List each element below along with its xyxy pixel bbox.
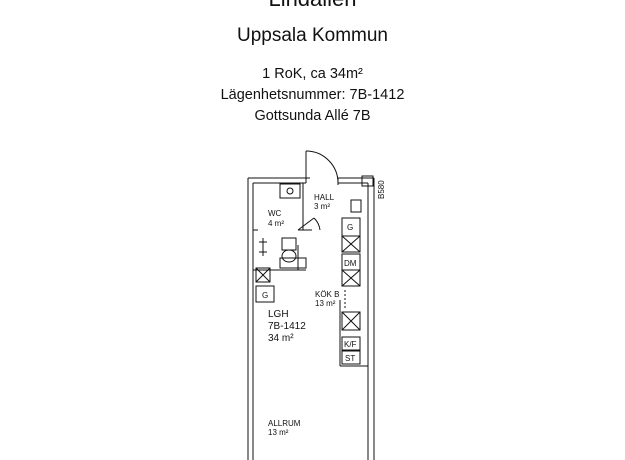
apartment-label: LGH bbox=[268, 309, 289, 320]
toilet-tank bbox=[281, 237, 297, 251]
apartment-number: Lägenhetsnummer: 7B-1412 bbox=[220, 87, 405, 103]
property-title: Lindallen bbox=[0, 0, 625, 12]
sink-box bbox=[341, 269, 361, 287]
hall-area: 3 m² bbox=[314, 202, 330, 211]
fridge-freezer-box bbox=[341, 336, 361, 351]
cabinet-label: ST bbox=[345, 354, 355, 363]
washbasin-unit bbox=[279, 257, 307, 269]
wc-door-leaf bbox=[297, 217, 315, 231]
dishwasher-label: DM bbox=[344, 259, 357, 268]
apartment-size: 1 RoK, ca 34m² bbox=[262, 66, 363, 82]
hall-label: HALL bbox=[314, 193, 335, 202]
fridge-freezer-label: K/F bbox=[344, 340, 357, 349]
wc-area: 4 m² bbox=[268, 219, 284, 228]
kitchen-g-label: G bbox=[347, 223, 353, 232]
entrance-door-swing bbox=[305, 150, 339, 184]
wc-door-swing bbox=[313, 217, 321, 231]
hall-cabinet bbox=[350, 199, 362, 213]
toilet-bowl bbox=[281, 249, 297, 263]
kitchen-label: KÖK B bbox=[315, 290, 339, 299]
wardrobe-box bbox=[255, 267, 271, 283]
municipality-label: Uppsala Kommun bbox=[236, 25, 389, 46]
apartment-area-label: 34 m² bbox=[268, 333, 294, 344]
door-width-label: B580 bbox=[377, 180, 386, 199]
apartment-number-label: 7B-1412 bbox=[268, 321, 306, 332]
kitchen-area: 13 m² bbox=[315, 299, 336, 308]
vent-box bbox=[361, 175, 374, 187]
street-address: Gottsunda Allé 7B bbox=[254, 108, 371, 124]
stove-box bbox=[341, 311, 361, 331]
cabinet-box bbox=[341, 350, 361, 365]
living-room-label: ALLRUM bbox=[268, 419, 301, 428]
wardrobe-g-label: G bbox=[262, 291, 268, 300]
wc-label: WC bbox=[268, 209, 282, 218]
wardrobe-g-box bbox=[255, 285, 275, 303]
wc-sink bbox=[279, 183, 301, 199]
kitchen-x-box bbox=[341, 235, 361, 253]
living-room-area: 13 m² bbox=[268, 428, 289, 437]
